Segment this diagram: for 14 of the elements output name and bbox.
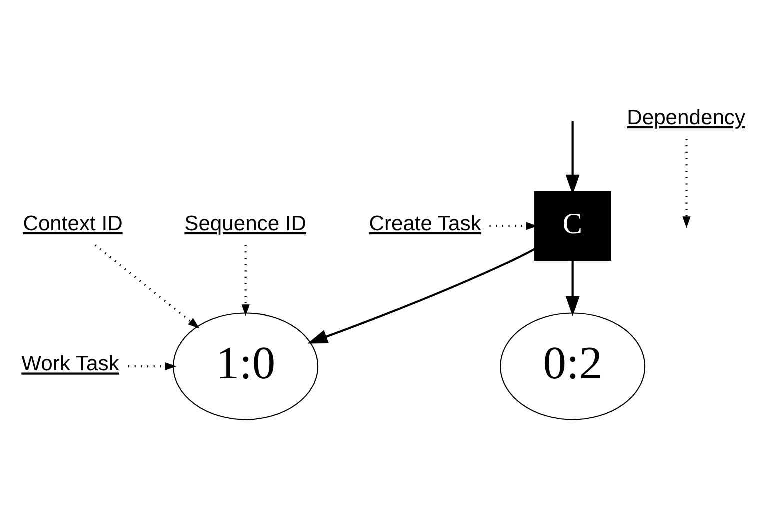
arrow [94,244,200,329]
node-text: Context ID [23,212,123,236]
node-text: Create Task [369,212,482,236]
arrow [242,245,250,316]
node-text: Dependency [627,106,746,130]
node-text: Work Task [22,352,120,376]
node-ellipse: 0:2 [500,312,646,420]
arrow [682,139,691,228]
arrow [308,248,536,344]
node-text: Sequence ID [184,212,307,236]
arrow [128,362,177,371]
node-ellipse: 1:0 [173,312,319,420]
node-box: C [534,191,612,262]
arrow [566,260,580,316]
